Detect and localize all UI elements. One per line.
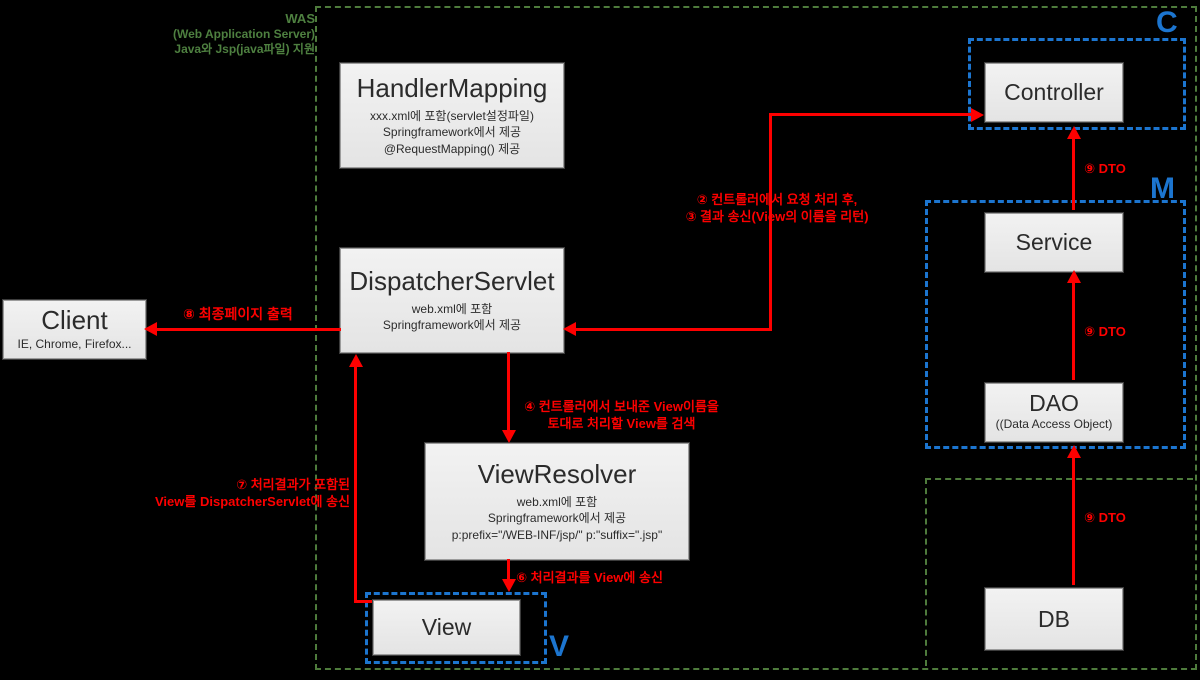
arrowhead-to-dispatcher-from-view — [349, 354, 363, 367]
service-box: Service — [985, 213, 1123, 272]
dto-label-service: ⑨ DTO — [1084, 161, 1126, 176]
step-8-label: ⑧ 최종페이지 출력 — [183, 306, 293, 322]
client-sub: IE, Chrome, Firefox... — [17, 337, 132, 352]
step-4-label-line1: ④ 컨트롤러에서 보내준 View이름을 — [524, 399, 719, 414]
view-title: View — [421, 614, 472, 641]
view-resolver-sub-3: p:prefix="/WEB-INF/jsp/" p:"suffix=".jsp… — [451, 527, 663, 542]
controller-title: Controller — [1004, 79, 1104, 106]
view-resolver-sub-2: Springframework에서 제공 — [487, 511, 627, 526]
service-title: Service — [1015, 229, 1093, 256]
dispatcher-servlet-box: DispatcherServlet web.xml에 포함 Springfram… — [340, 248, 564, 353]
arrow-viewresolver-to-view — [507, 559, 510, 581]
arrow-db-to-dao — [1072, 457, 1075, 585]
dispatcher-servlet-title: DispatcherServlet — [349, 266, 555, 297]
view-resolver-title: ViewResolver — [477, 459, 637, 490]
step-6-label: ⑥ 처리결과를 View에 송신 — [516, 570, 663, 585]
controller-box: Controller — [985, 63, 1123, 122]
was-boundary — [315, 6, 1197, 670]
view-resolver-sub-1: web.xml에 포함 — [516, 495, 598, 510]
arrowhead-to-dao — [1067, 445, 1081, 458]
arrow-controller-path-vertical — [769, 113, 772, 331]
model-container — [925, 200, 1186, 449]
handler-mapping-sub-2: Springframework에서 제공 — [382, 125, 522, 140]
dto-label-dao: ⑨ DTO — [1084, 324, 1126, 339]
handler-mapping-title: HandlerMapping — [356, 73, 548, 104]
dto-label-db: ⑨ DTO — [1084, 510, 1126, 525]
arrow-dispatcher-to-client — [155, 328, 341, 331]
step-3-label: ③ 결과 송신(View의 이름을 리턴) — [685, 208, 869, 224]
arrowhead-to-viewresolver — [502, 430, 516, 443]
view-container — [365, 592, 547, 664]
dao-box: DAO ((Data Access Object) — [985, 383, 1123, 442]
db-zone-top-border — [925, 478, 1193, 480]
arrowhead-to-controller-container — [1067, 126, 1081, 139]
arrow-dao-to-service — [1072, 282, 1075, 380]
arrow-service-to-controller — [1072, 138, 1075, 210]
view-resolver-box: ViewResolver web.xml에 포함 Springframework… — [425, 443, 689, 560]
dispatcher-servlet-sub-2: Springframework에서 제공 — [382, 318, 522, 333]
client-box: Client IE, Chrome, Firefox... — [3, 300, 146, 359]
arrowhead-to-view — [502, 579, 516, 592]
step-4-label-line2: 토대로 처리할 View를 검색 — [547, 415, 696, 431]
arrowhead-to-service — [1067, 270, 1081, 283]
db-box: DB — [985, 588, 1123, 650]
was-title: WAS — [285, 11, 315, 26]
mvc-marker-m: M — [1150, 172, 1175, 205]
arrow-controller-path-bottom — [574, 328, 772, 331]
client-title: Client — [41, 305, 108, 336]
step-2-label: ② 컨트롤러에서 요청 처리 후, — [696, 192, 858, 207]
mvc-marker-v: V — [549, 630, 570, 663]
handler-mapping-sub-1: xxx.xml에 포함(servlet설정파일) — [370, 109, 534, 124]
db-zone-left-border — [925, 478, 927, 666]
dao-title: DAO — [1029, 390, 1079, 417]
step-4-5-label: ④ 컨트롤러에서 보내준 View이름을 토대로 처리할 View를 검색 — [514, 399, 729, 433]
arrowhead-to-dispatcher — [563, 322, 576, 336]
handler-mapping-sub-3: @RequestMapping() 제공 — [383, 141, 521, 156]
was-note: Java와 Jsp(java파일) 지원 — [174, 42, 315, 57]
arrow-view-to-dispatcher-connector — [354, 600, 372, 603]
view-box: View — [373, 600, 520, 655]
mvc-marker-c: C — [1156, 6, 1178, 39]
arrow-view-to-dispatcher — [354, 366, 357, 603]
arrowhead-to-controller — [971, 108, 984, 122]
handler-mapping-box: HandlerMapping xxx.xml에 포함(servlet설정파일) … — [340, 63, 564, 168]
arrow-controller-path-top — [769, 113, 972, 116]
step-2-3-label: ② 컨트롤러에서 요청 처리 후, ③ 결과 송신(View의 이름을 리턴) — [668, 192, 886, 226]
was-subtitle: (Web Application Server) — [172, 27, 315, 42]
db-title: DB — [1038, 605, 1070, 632]
step-7-label-line2: View를 DispatcherServlet에 송신 — [155, 493, 351, 509]
arrowhead-to-client — [144, 322, 157, 336]
dispatcher-servlet-sub-1: web.xml에 포함 — [411, 302, 493, 317]
dao-sub: ((Data Access Object) — [995, 417, 1113, 432]
step-7-label: ⑦ 처리결과가 포함된 View를 DispatcherServlet에 송신 — [155, 477, 350, 511]
arrow-dispatcher-to-viewresolver — [507, 352, 510, 432]
was-label: WAS (Web Application Server) Java와 Jsp(j… — [145, 11, 315, 57]
step-7-label-line1: ⑦ 처리결과가 포함된 — [236, 477, 350, 492]
